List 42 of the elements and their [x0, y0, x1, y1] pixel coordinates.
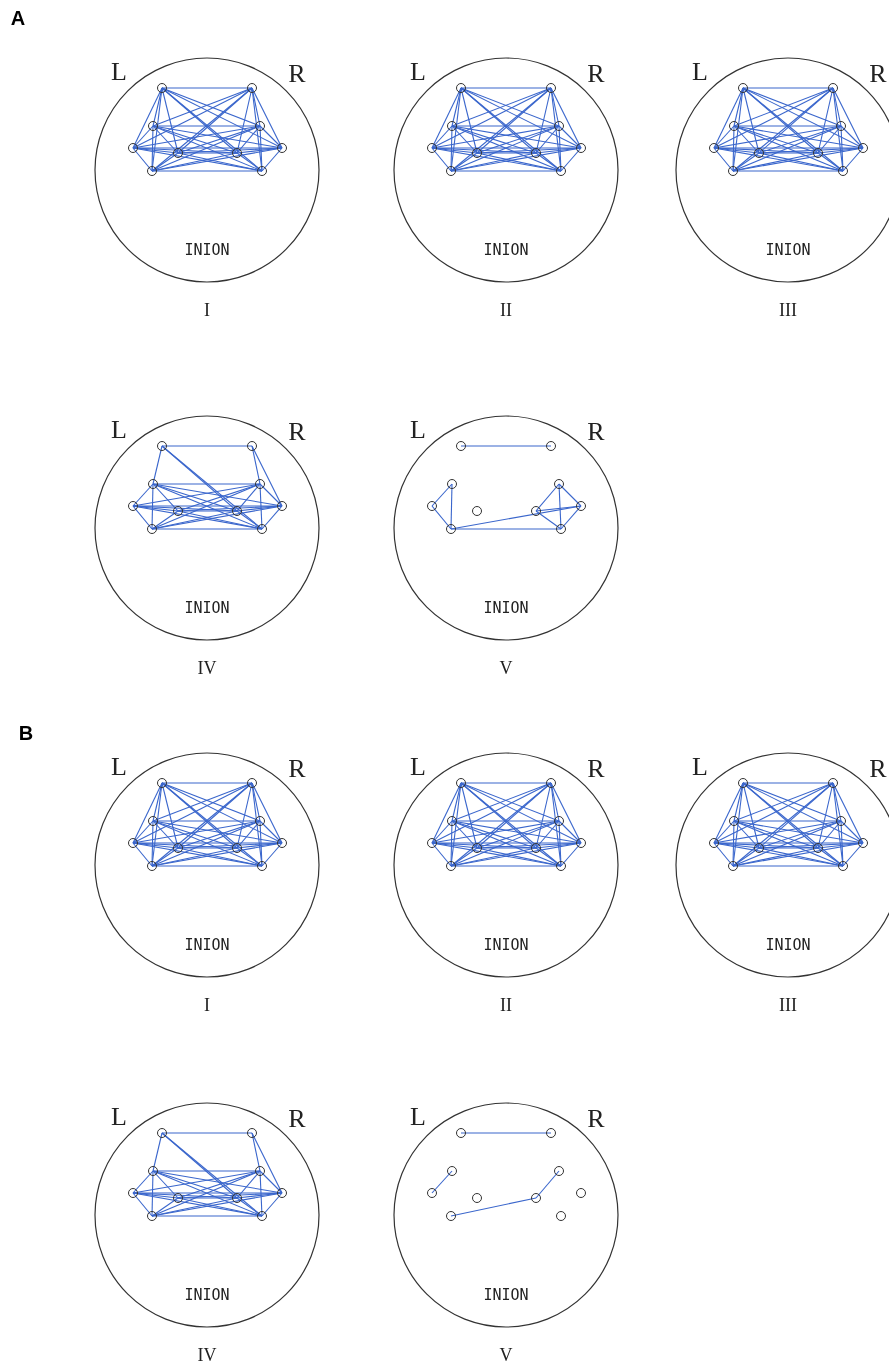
side-label: R [587, 754, 605, 784]
side-label: R [869, 754, 887, 784]
condition-label: III [779, 299, 797, 321]
side-label: R [288, 1104, 306, 1134]
side-label: R [869, 59, 887, 89]
side-label: R [288, 754, 306, 784]
side-label: L [111, 57, 127, 87]
side-label: L [111, 752, 127, 782]
side-label: L [410, 752, 426, 782]
side-label: R [288, 417, 306, 447]
condition-label: III [779, 994, 797, 1016]
condition-label: V [499, 657, 513, 679]
side-label: R [587, 417, 605, 447]
side-label: L [111, 415, 127, 445]
side-label: L [410, 1102, 426, 1132]
side-label: R [288, 59, 306, 89]
inion-label: INION [483, 1286, 529, 1304]
inion-label: INION [483, 599, 529, 617]
side-label: R [587, 59, 605, 89]
side-label: L [692, 752, 708, 782]
inion-label: INION [483, 241, 529, 259]
side-label: L [111, 1102, 127, 1132]
side-label: R [587, 1104, 605, 1134]
side-label: L [692, 57, 708, 87]
panel-label: B [18, 721, 34, 745]
inion-label: INION [184, 241, 230, 259]
condition-label: II [500, 994, 512, 1016]
side-label: L [410, 57, 426, 87]
inion-label: INION [184, 936, 230, 954]
condition-label: IV [197, 1344, 217, 1366]
panel-label: A [10, 6, 26, 30]
condition-label: I [204, 994, 210, 1016]
inion-label: INION [765, 936, 811, 954]
condition-label: I [204, 299, 210, 321]
inion-label: INION [765, 241, 811, 259]
condition-label: IV [197, 657, 217, 679]
inion-label: INION [184, 1286, 230, 1304]
condition-label: II [500, 299, 512, 321]
inion-label: INION [184, 599, 230, 617]
side-label: L [410, 415, 426, 445]
condition-label: V [499, 1344, 513, 1366]
inion-label: INION [483, 936, 529, 954]
